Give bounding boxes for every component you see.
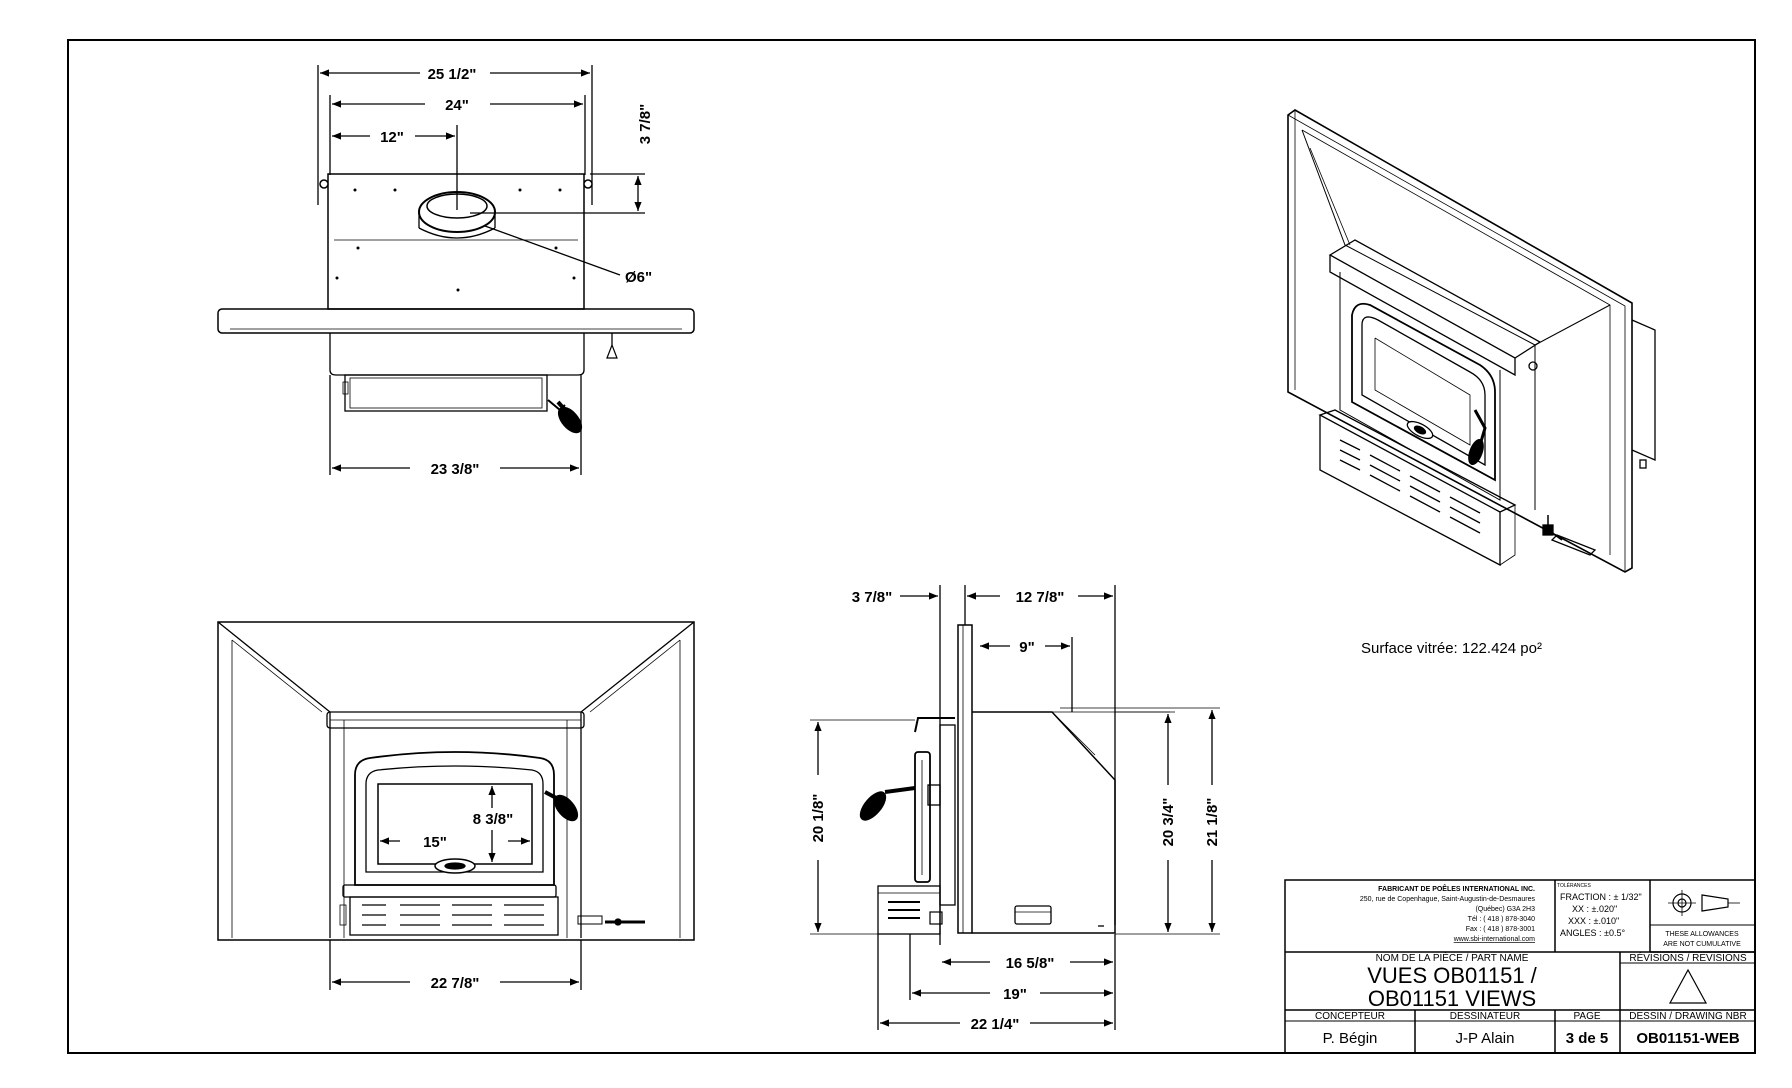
designer-value: P. Bégin — [1323, 1030, 1378, 1047]
designer-label: CONCEPTEUR — [1315, 1011, 1385, 1022]
page-value: 3 de 5 — [1566, 1030, 1609, 1047]
dim-side-rear-depth: 12 7/8" — [1016, 589, 1065, 606]
isometric-view — [1287, 109, 1656, 573]
drafter-value: J-P Alain — [1456, 1030, 1515, 1047]
dim-front-bottom-width: 22 7/8" — [431, 975, 480, 992]
dim-top-overall-width: 25 1/2" — [428, 66, 477, 83]
dim-top-depth: 3 7/8" — [637, 104, 654, 144]
tolerance-angles: ANGLES : ±0.5° — [1560, 928, 1625, 938]
dim-front-glass-height: 8 3/8" — [473, 811, 513, 828]
tolerance-xx: XX : ±.020" — [1572, 904, 1617, 914]
tolerance-note-2: ARE NOT CUMULATIVE — [1663, 941, 1741, 948]
dim-side-front-depth: 3 7/8" — [852, 589, 892, 606]
company-address-1: 250, rue de Copenhague, Saint-Augustin-d… — [1360, 896, 1536, 903]
part-name-label: NOM DE LA PIÈCE / PART NAME — [1376, 951, 1529, 964]
drawing-number-value: OB01151-WEB — [1636, 1030, 1740, 1047]
dim-side-body-height: 20 3/4" — [1160, 798, 1177, 847]
side-view — [810, 585, 1220, 1030]
dim-side-flue-offset: 9" — [1019, 639, 1034, 656]
top-view-fastener-dots — [335, 188, 576, 292]
company-phone: Tél : ( 418 ) 878-3040 — [1468, 916, 1535, 923]
part-name-line-1: VUES OB01151 / — [1367, 963, 1537, 988]
company-address-2: (Québec) G3A 2H3 — [1475, 906, 1535, 913]
drafter-label: DESSINATEUR — [1450, 1011, 1520, 1022]
dim-side-base-depth-2: 19" — [1003, 986, 1027, 1003]
dim-top-center: 12" — [380, 129, 404, 146]
front-view — [217, 621, 695, 990]
company-fax: Fax : ( 418 ) 878-3001 — [1466, 926, 1535, 933]
dim-side-base-depth-3: 22 1/4" — [971, 1016, 1020, 1033]
dim-top-body-width: 23 3/8" — [431, 461, 480, 478]
tolerance-fraction: FRACTION : ± 1/32" — [1560, 892, 1642, 902]
page-label: PAGE — [1573, 1011, 1600, 1022]
tolerance-xxx: XXX : ±.010" — [1568, 916, 1619, 926]
surface-area-note: Surface vitrée: 122.424 po² — [1361, 640, 1542, 657]
dim-side-overall-height: 21 1/8" — [1204, 798, 1221, 847]
top-view — [217, 65, 695, 475]
dim-top-flue-span: 24" — [445, 97, 469, 114]
dim-flue-diameter: Ø6" — [625, 269, 652, 286]
revisions-label: RÉVISIONS / REVISIONS — [1629, 951, 1747, 964]
part-name-line-2: OB01151 VIEWS — [1368, 986, 1536, 1011]
tolerances-label: TOLÉRANCES — [1557, 882, 1591, 889]
title-block — [1284, 879, 1756, 1054]
company-website: www.sbi-international.com — [1453, 936, 1535, 943]
dim-front-glass-width: 15" — [423, 834, 447, 851]
tolerance-note-1: THESE ALLOWANCES — [1665, 931, 1739, 938]
dim-side-base-depth-1: 16 5/8" — [1006, 955, 1055, 972]
company-name: FABRICANT DE POÊLES INTERNATIONAL INC. — [1378, 884, 1535, 893]
drawing-border — [67, 39, 1756, 1054]
title-block-text: FABRICANT DE POÊLES INTERNATIONAL INC. 2… — [1315, 882, 1747, 1047]
drawing-number-label: DESSIN / DRAWING NBR — [1629, 1011, 1746, 1022]
dim-side-front-height: 20 1/8" — [810, 794, 827, 843]
